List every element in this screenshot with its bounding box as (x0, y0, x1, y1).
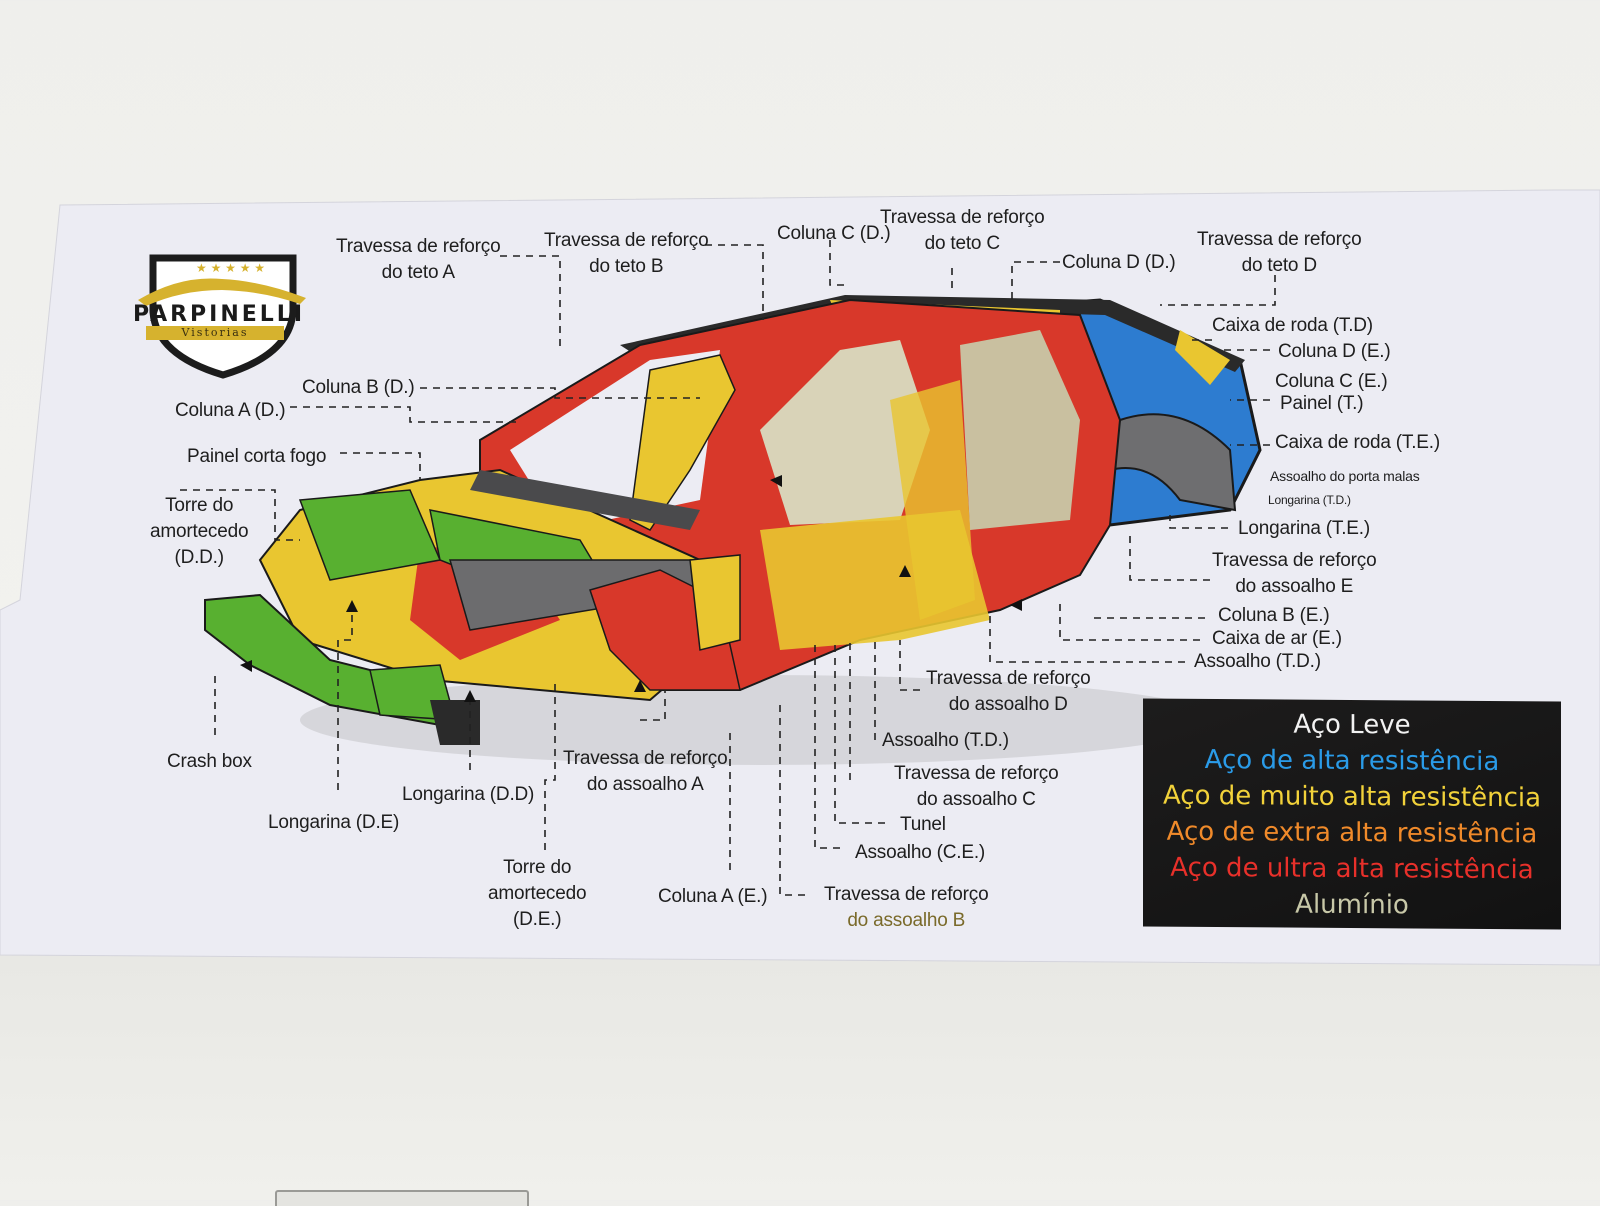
label-coluna-d-d: Coluna D (D.) (1062, 252, 1176, 273)
hinge-pillar-yellow (689, 554, 741, 651)
label-coluna-c-d: Coluna C (D.) (777, 223, 891, 244)
rear-wheel-arch-gray (1108, 413, 1237, 512)
label-coluna-b-d: Coluna B (D.) (302, 377, 415, 398)
roof-crossmember-d (1175, 330, 1230, 385)
a-pillar-yellow (629, 354, 736, 531)
label-coluna-a-e: Coluna A (E.) (658, 886, 768, 907)
label-caixa-ar-e: Caixa de ar (E.) (1212, 628, 1342, 649)
wall (0, 955, 1600, 1200)
legend-item-aluminio: Alumínio (1295, 889, 1409, 921)
label-tunel: Tunel (900, 814, 946, 835)
label-painel-corta-fogo: Painel corta fogo (187, 446, 327, 467)
label-coluna-b-e: Coluna B (E.) (1218, 605, 1330, 626)
logo-subtitle: Vistorias (146, 326, 284, 340)
label-assoalho-porta-malas: Assoalho do porta malas (1270, 468, 1420, 484)
label-assoalho-td-right: Assoalho (T.D.) (1194, 651, 1321, 672)
mount-bracket-dark (430, 700, 480, 745)
label-assoalho-td: Assoalho (T.D.) (882, 730, 1009, 751)
cowl-gray (470, 470, 700, 530)
legend-item-ultra-alta: Aço de ultra alta resistência (1170, 852, 1534, 886)
car-shadow (300, 675, 1220, 765)
label-caixa-roda-td: Caixa de roda (T.D) (1212, 315, 1373, 336)
legend-item-aco-leve: Aço Leve (1293, 709, 1411, 741)
part-arrows (240, 475, 1022, 702)
rear-door-opening (960, 330, 1080, 530)
label-assoalho-ce: Assoalho (C.E.) (855, 842, 986, 863)
label-longarina-de: Longarina (D.E) (268, 812, 400, 833)
legend-item-muito-alta: Aço de muito alta resistência (1162, 780, 1542, 814)
label-coluna-a-d: Coluna A (D.) (175, 400, 286, 421)
legend-box: Aço Leve Aço de alta resistência Aço de … (1143, 698, 1561, 930)
label-longarina-dd: Longarina (D.D) (402, 784, 535, 805)
label-coluna-c-e: Coluna C (E.) (1275, 371, 1388, 392)
car-body-diagram (204, 295, 1262, 745)
label-caixa-roda-te: Caixa de roda (T.E.) (1275, 432, 1440, 453)
legend-item-extra-alta: Aço de extra alta resistência (1166, 816, 1538, 850)
logo-stars-icon: ★ ★ ★ ★ ★ (196, 261, 265, 275)
logo-shield-icon: ★ ★ ★ ★ ★ (138, 254, 306, 379)
label-painel-t: Painel (T.) (1280, 393, 1364, 414)
leader-lines (180, 240, 1276, 896)
logo-name: PARPINELLI (132, 302, 306, 327)
b-pillar-inner-yellow (890, 380, 975, 620)
label-longarina-te: Longarina (T.E.) (1238, 518, 1370, 539)
roof-rail-dark (620, 295, 1245, 372)
svg-text:★ ★ ★ ★ ★: ★ ★ ★ ★ ★ (196, 261, 265, 275)
front-door-opening (760, 340, 930, 525)
label-longarina-td: Longarina (T.D.) (1268, 493, 1351, 507)
label-crash-box: Crash box (167, 751, 252, 772)
label-coluna-d-e: Coluna D (E.) (1278, 341, 1391, 362)
legend-item-alta: Aço de alta resistência (1204, 744, 1500, 778)
